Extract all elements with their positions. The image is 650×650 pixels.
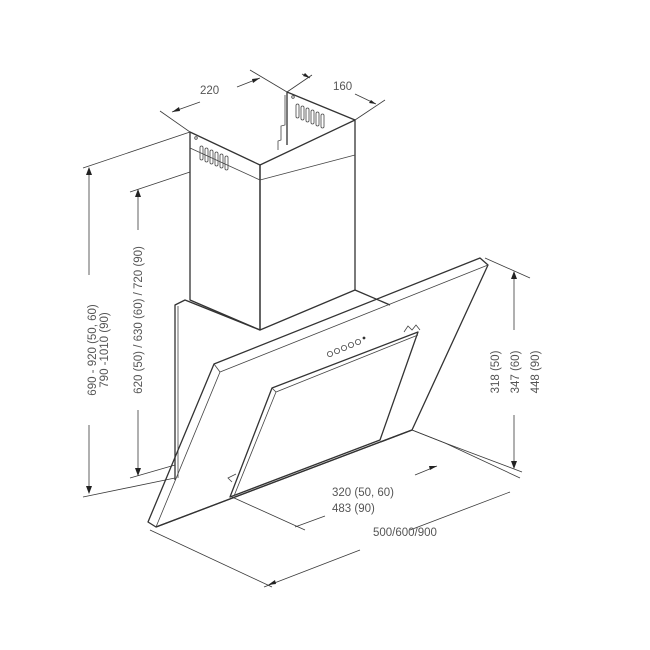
label-hood-height-1: 318 (50): [490, 350, 502, 393]
vent-slots-left: [194, 136, 229, 171]
control-button-2[interactable]: [333, 347, 340, 354]
control-button-1[interactable]: [326, 350, 333, 357]
label-hood-depth-2: 483 (90): [332, 503, 375, 515]
dim-chimney-width: [159, 69, 288, 133]
hood-body: [174, 289, 391, 480]
dim-hood-depth: [231, 429, 446, 531]
chimney: [189, 91, 356, 331]
label-chimney-width: 220: [200, 85, 219, 97]
label-total-height-1: 690 - 920 (50, 60): [87, 304, 99, 396]
dim-hood-height: [444, 257, 531, 473]
control-button-4[interactable]: [347, 341, 354, 348]
label-hood-height-2: 347 (60): [510, 350, 522, 393]
dim-chimney-depth: [286, 73, 386, 121]
label-chimney-depth: 160: [333, 81, 352, 93]
label-total-height-2: 790 -1010 (90): [99, 312, 111, 388]
control-panel: [326, 336, 366, 357]
label-hood-width: 500/600/900: [373, 527, 437, 539]
dim-chimney-height: [129, 171, 191, 479]
indicator-light: [362, 336, 366, 340]
label-hood-height-3: 448 (90): [530, 350, 542, 393]
control-button-3[interactable]: [340, 344, 347, 351]
control-button-5[interactable]: [354, 338, 361, 345]
glass-panel: [147, 257, 489, 528]
dim-hood-width: [149, 442, 521, 588]
vent-slots-right: [291, 95, 325, 129]
label-chimney-height: 620 (50) / 630 (60) / 720 (90): [133, 246, 145, 394]
label-hood-depth-1: 320 (50, 60): [332, 487, 394, 499]
dim-total-height: [82, 131, 191, 498]
